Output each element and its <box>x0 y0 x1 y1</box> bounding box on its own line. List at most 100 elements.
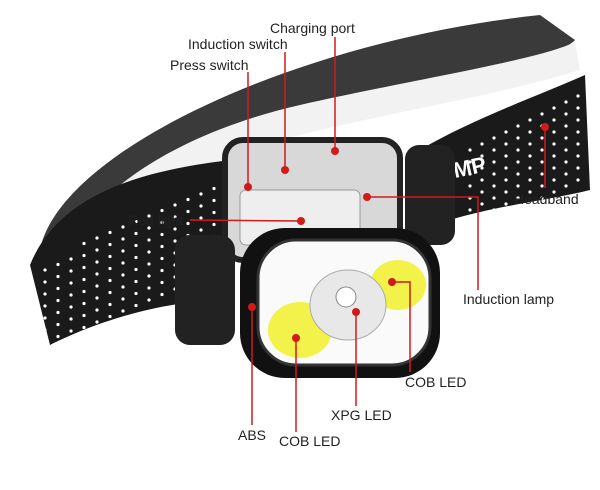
band-dot <box>95 236 99 240</box>
band-dot <box>69 257 73 261</box>
band-dot <box>212 186 216 191</box>
band-dot <box>480 226 484 230</box>
band-dot <box>147 262 151 266</box>
band-dot <box>468 220 472 224</box>
band-dot <box>552 154 556 158</box>
band-dot <box>492 208 496 212</box>
band-dot <box>108 242 112 247</box>
band-dot <box>121 261 125 265</box>
band-dot <box>95 296 99 300</box>
label-red-light: Red light <box>128 212 184 228</box>
band-dot <box>480 214 484 218</box>
band-dot <box>516 124 520 128</box>
band-dot <box>160 208 164 213</box>
band-dot <box>540 148 544 152</box>
band-dot <box>147 286 151 290</box>
band-dot <box>540 184 544 188</box>
band-dot <box>56 274 60 279</box>
label-abs: ABS <box>238 427 267 443</box>
band-dot <box>95 284 99 288</box>
band-dot <box>160 232 164 237</box>
callout-lines <box>189 37 546 432</box>
band-dot <box>564 124 568 128</box>
band-dot <box>480 166 484 170</box>
band-dot <box>564 136 568 140</box>
band-dot <box>528 118 532 122</box>
band-dot <box>564 148 568 152</box>
band-dot <box>82 325 86 330</box>
band-dot <box>82 289 86 294</box>
band-dot <box>134 303 138 308</box>
band-dot <box>82 301 86 306</box>
band-dot <box>121 285 125 289</box>
band-dot <box>564 172 568 176</box>
band-dot <box>504 130 508 134</box>
band-dot <box>82 241 86 246</box>
band-dot <box>504 202 508 206</box>
band-dot <box>147 298 151 302</box>
band-dot <box>56 310 60 315</box>
band-dot <box>69 281 73 285</box>
band-dot <box>576 106 580 110</box>
band-dot <box>147 238 151 242</box>
band-dot <box>69 305 73 309</box>
band-dot <box>492 196 496 200</box>
band-dot <box>199 228 203 232</box>
band-dot <box>552 118 556 122</box>
band-dot <box>552 166 556 170</box>
band-dot <box>69 329 73 333</box>
band-dot <box>564 112 568 116</box>
band-dot <box>540 196 544 200</box>
band-dot <box>576 94 580 98</box>
band-dot <box>468 208 472 212</box>
band-dot <box>212 222 216 227</box>
band-dot <box>108 278 112 283</box>
band-dot <box>186 197 190 202</box>
band-dot <box>95 260 99 264</box>
band-dot <box>468 160 472 164</box>
band-dot <box>69 269 73 273</box>
band-dot <box>516 184 520 188</box>
band-dot <box>43 304 47 308</box>
band-dot <box>552 190 556 194</box>
band-dot <box>95 248 99 252</box>
band-dot <box>492 160 496 164</box>
band-dot <box>160 292 164 297</box>
band-dot <box>212 210 216 215</box>
band-dot <box>528 178 532 182</box>
band-dot <box>504 214 508 218</box>
band-dot <box>212 198 216 203</box>
band-dot <box>82 277 86 282</box>
band-dot <box>147 274 151 278</box>
band-dot <box>492 220 496 224</box>
band-dot <box>492 184 496 188</box>
band-dot <box>552 106 556 110</box>
band-dot <box>540 160 544 164</box>
band-dot <box>160 280 164 285</box>
label-cob-led-right: COB LED <box>405 374 467 390</box>
band-dot <box>69 293 73 297</box>
band-dot <box>504 142 508 146</box>
band-dot <box>528 166 532 170</box>
band-dot <box>134 243 138 248</box>
band-dot <box>492 148 496 152</box>
band-dot <box>173 203 177 207</box>
band-dot <box>69 317 73 321</box>
band-dot <box>95 272 99 276</box>
band-dot <box>468 172 472 176</box>
band-dot <box>43 280 47 284</box>
band-dot <box>492 172 496 176</box>
band-dot <box>121 273 125 277</box>
band-dot <box>528 202 532 206</box>
band-dot <box>492 136 496 140</box>
band-dot <box>552 142 556 146</box>
band-dot <box>480 202 484 206</box>
band-dot <box>160 244 164 249</box>
band-dot <box>82 265 86 270</box>
band-dot <box>516 196 520 200</box>
band-dot <box>43 352 47 356</box>
band-dot <box>504 166 508 170</box>
band-dot <box>504 154 508 158</box>
band-dot <box>516 172 520 176</box>
band-dot <box>468 232 472 236</box>
